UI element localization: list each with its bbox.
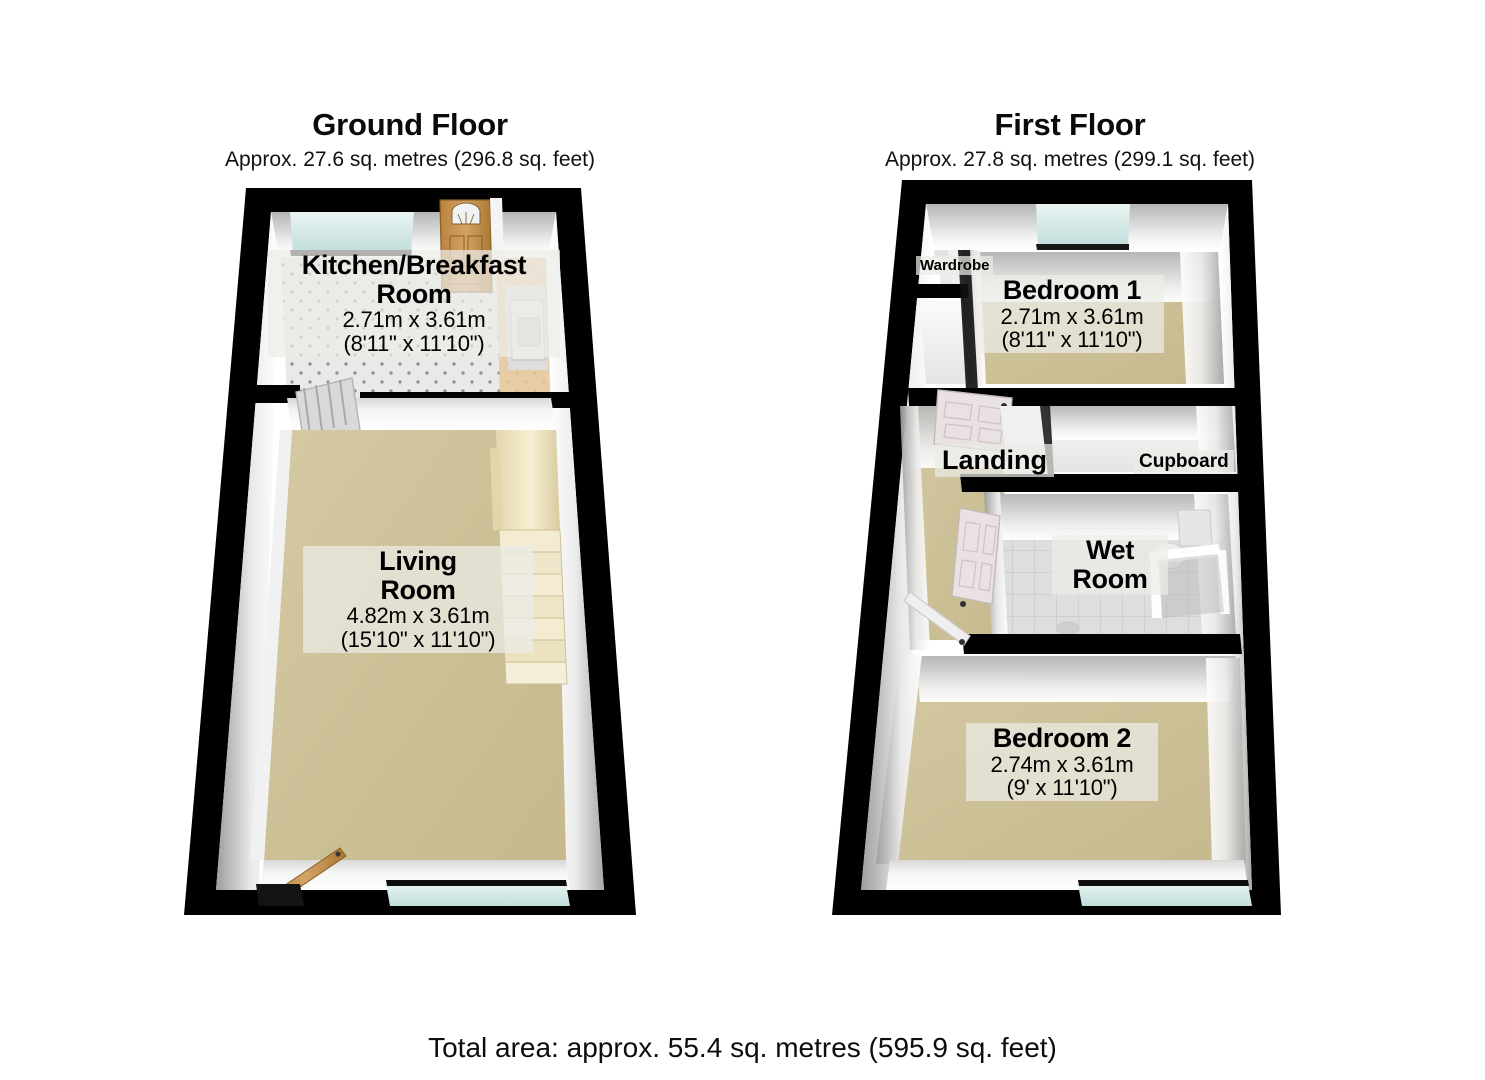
window-bedroom2-glass [1078, 884, 1252, 906]
kitchen-name-line1: Kitchen/Breakfast [301, 250, 527, 280]
total-area-text: Total area: approx. 55.4 sq. metres (595… [428, 1032, 1057, 1063]
room-label-kitchen: Kitchen/Breakfast Room 2.71m x 3.61m (8'… [268, 250, 560, 357]
room-label-living: Living Room 4.82m x 3.61m (15'10" x 11'1… [303, 546, 533, 653]
wetroom-name-line2: Room [1072, 563, 1148, 594]
bedroom1-dim-imperial: (8'11" x 11'10") [1001, 326, 1143, 352]
bedroom2-name: Bedroom 2 [992, 723, 1132, 753]
first-floor-title: First Floor [994, 107, 1146, 142]
kitchen-dim-metric: 2.71m x 3.61m [342, 307, 486, 333]
room-label-bedroom2: Bedroom 2 2.74m x 3.61m (9' x 11'10") [966, 723, 1158, 802]
door-bedroom1 [933, 389, 1013, 453]
label-landing: Landing [935, 444, 1054, 477]
bedroom1-name: Bedroom 1 [1002, 275, 1142, 305]
door-bedroom2 [903, 591, 971, 646]
kitchen-dim-imperial: (8'11" x 11'10") [343, 330, 485, 356]
kitchen-name-line2: Room [376, 278, 452, 309]
living-dim-imperial: (15'10" x 11'10") [340, 626, 496, 652]
ground-floor-subtitle: Approx. 27.6 sq. metres (296.8 sq. feet) [224, 148, 596, 171]
room-label-bedroom1: Bedroom 1 2.71m x 3.61m (8'11" x 11'10") [980, 275, 1164, 354]
bedroom2-dim-metric: 2.74m x 3.61m [990, 751, 1134, 777]
rear-door [265, 847, 347, 907]
window-bedroom2 [1078, 880, 1252, 906]
bedroom1-dim-metric: 2.71m x 3.61m [1000, 303, 1144, 329]
first-floor-subtitle: Approx. 27.8 sq. metres (299.1 sq. feet) [884, 148, 1256, 171]
window-living [386, 880, 570, 906]
label-wardrobe: Wardrobe [916, 256, 994, 275]
landing-carpet [905, 406, 1012, 640]
window-bedroom1-glass [1036, 204, 1130, 246]
ground-floor-title: Ground Floor [312, 107, 508, 142]
living-name-line1: Living [379, 546, 457, 576]
left-closet [920, 300, 968, 384]
window-kitchen-glass [290, 212, 414, 252]
bedroom2-dim-imperial: (9' x 11'10") [1006, 774, 1118, 800]
radiator [295, 377, 361, 445]
label-cupboard: Cupboard [1134, 450, 1234, 474]
living-dim-metric: 4.82m x 3.61m [346, 603, 490, 629]
room-label-wetroom: Wet Room [1052, 535, 1168, 596]
door-wetroom [951, 507, 1001, 607]
living-name-line2: Room [380, 574, 456, 605]
window-living-glass [386, 884, 570, 906]
wetroom-name-line1: Wet [1085, 535, 1135, 565]
